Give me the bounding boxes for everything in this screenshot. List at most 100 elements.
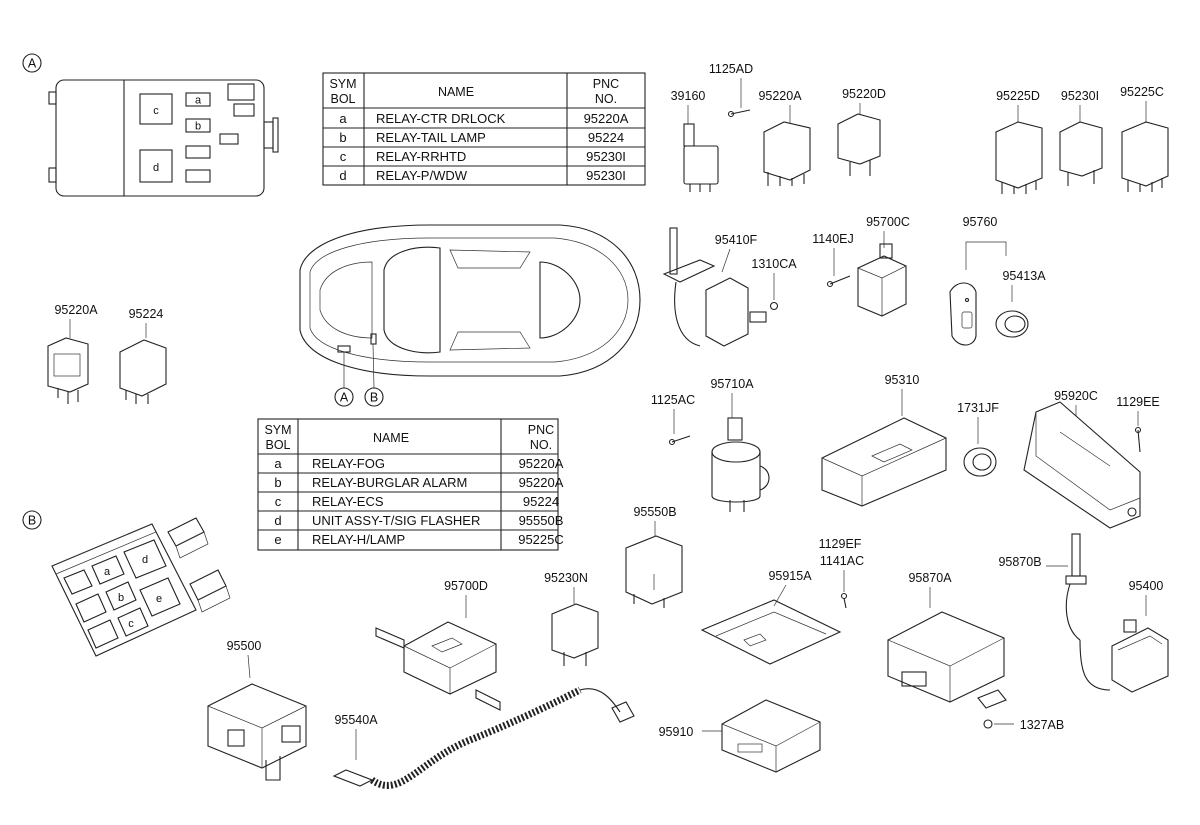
module-95870A xyxy=(887,611,1007,709)
table-b-row-name: UNIT ASSY-T/SIG FLASHER xyxy=(312,513,480,528)
table-a-header-sym: SYM xyxy=(329,77,356,91)
box-a-letter-b: b xyxy=(195,121,201,133)
table-b-row-name: RELAY-BURGLAR ALARM xyxy=(312,475,467,490)
table-a-header-name: NAME xyxy=(438,85,474,99)
vehicle-marker-a: A xyxy=(340,391,349,405)
table-b-row-sym: e xyxy=(274,532,281,547)
cable-95540A xyxy=(332,686,635,789)
box-b-letter-c: c xyxy=(128,618,134,630)
label-95870B: 95870B xyxy=(998,555,1041,569)
module-95500 xyxy=(207,683,307,781)
table-b-row-pnc: 95225C xyxy=(518,532,564,547)
screw-1140EJ xyxy=(826,275,851,288)
bolt-1141AC xyxy=(840,592,848,609)
nut-1310CA xyxy=(769,301,779,311)
relay-95230N xyxy=(551,603,599,666)
section-b-letter: B xyxy=(28,514,36,528)
table-a-row-pnc: 95220A xyxy=(584,111,629,126)
label-95400: 95400 xyxy=(1129,579,1164,593)
label-95230I: 95230I xyxy=(1061,89,1099,103)
label-95220A-left: 95220A xyxy=(54,303,98,317)
box-a-letter-c: c xyxy=(153,105,159,117)
label-95225D: 95225D xyxy=(996,89,1040,103)
table-a-row-pnc: 95230I xyxy=(586,168,626,183)
label-95760: 95760 xyxy=(963,215,998,229)
label-95500: 95500 xyxy=(227,639,262,653)
unit-95400 xyxy=(1111,619,1169,693)
table-a-row-pnc: 95224 xyxy=(588,130,624,145)
label-95220A-top: 95220A xyxy=(758,89,802,103)
label-95220D: 95220D xyxy=(842,87,886,101)
table-a-header-bol: BOL xyxy=(330,92,355,106)
grommet-1731JF xyxy=(963,447,997,477)
module-95700C xyxy=(857,243,907,317)
section-a-letter: A xyxy=(28,57,37,71)
table-b-row-name: RELAY-ECS xyxy=(312,494,384,509)
label-95870A: 95870A xyxy=(908,571,952,585)
table-a-row-name: RELAY-CTR DRLOCK xyxy=(376,111,506,126)
label-95230N: 95230N xyxy=(544,571,588,585)
module-95910 xyxy=(721,699,821,773)
relay-95225D xyxy=(995,121,1043,194)
table-b-row-sym: b xyxy=(274,475,281,490)
table-b-row-name: RELAY-H/LAMP xyxy=(312,532,405,547)
section-a-marker: A xyxy=(22,53,42,73)
label-39160: 39160 xyxy=(671,89,706,103)
label-1310CA: 1310CA xyxy=(751,257,797,271)
table-b-row-sym: d xyxy=(274,513,281,528)
label-1141AC: 1141AC xyxy=(820,554,864,568)
relay-95220A-top xyxy=(763,121,811,186)
relay-95224 xyxy=(119,339,167,404)
table-a-row-name: RELAY-RRHTD xyxy=(376,149,466,164)
table-a-row-pnc: 95230I xyxy=(586,149,626,164)
module-95700D xyxy=(375,621,501,711)
box-b-letter-d: d xyxy=(142,554,148,566)
table-a-row-sym: b xyxy=(339,130,346,145)
box-a-letter-d: d xyxy=(153,162,159,174)
label-1125AC: 1125AC xyxy=(651,393,695,407)
label-95920C: 95920C xyxy=(1054,389,1098,403)
table-b-row-name: RELAY-FOG xyxy=(312,456,385,471)
junction-box-a: c d a b xyxy=(48,79,279,197)
label-95700D: 95700D xyxy=(444,579,488,593)
table-b-row-pnc: 95224 xyxy=(523,494,559,509)
box-a-letter-a: a xyxy=(195,95,202,107)
vehicle-top-view: A B xyxy=(299,224,641,407)
label-95700C: 95700C xyxy=(866,215,910,229)
table-a-header-pnc: PNC xyxy=(593,77,619,91)
table-a-row-sym: c xyxy=(340,149,347,164)
table-a-row-sym: a xyxy=(339,111,347,126)
table-a-row-name: RELAY-P/WDW xyxy=(376,168,468,183)
junction-box-b: a d b e c xyxy=(51,517,231,657)
table-a-row-sym: d xyxy=(339,168,346,183)
horn-95710A xyxy=(711,417,770,512)
label-1129EF: 1129EF xyxy=(819,537,862,551)
table-b-row-pnc: 95220A xyxy=(519,475,564,490)
vehicle-marker-b: B xyxy=(370,391,378,405)
nut-1327AB xyxy=(983,719,993,729)
table-a-row-name: RELAY-TAIL LAMP xyxy=(376,130,486,145)
label-95310: 95310 xyxy=(885,373,920,387)
screw-1125AC xyxy=(668,435,691,446)
sensor-95920C xyxy=(1023,401,1141,529)
label-1129EE: 1129EE xyxy=(1116,395,1160,409)
table-b-header-name: NAME xyxy=(373,431,409,445)
table-b-header-no: NO. xyxy=(530,438,552,452)
label-95413A: 95413A xyxy=(1002,269,1046,283)
label-1731JF: 1731JF xyxy=(957,401,999,415)
screw-1129EE xyxy=(1134,426,1142,453)
table-b-row-sym: c xyxy=(275,494,282,509)
table-a: SYM BOL NAME PNC NO. a RELAY-CTR DRLOCK … xyxy=(322,72,646,186)
label-1327AB: 1327AB xyxy=(1020,718,1064,732)
antenna-95870B xyxy=(1065,533,1111,691)
relay-39160 xyxy=(683,123,719,192)
label-1125AD: 1125AD xyxy=(709,62,753,76)
table-b-row-pnc: 95550B xyxy=(519,513,564,528)
box-b-letter-b: b xyxy=(118,592,124,604)
relay-95230I xyxy=(1059,121,1103,186)
relay-95220D xyxy=(837,113,881,176)
label-95910: 95910 xyxy=(659,725,694,739)
relay-95220A-left xyxy=(47,337,89,404)
relay-95225C xyxy=(1121,121,1169,192)
